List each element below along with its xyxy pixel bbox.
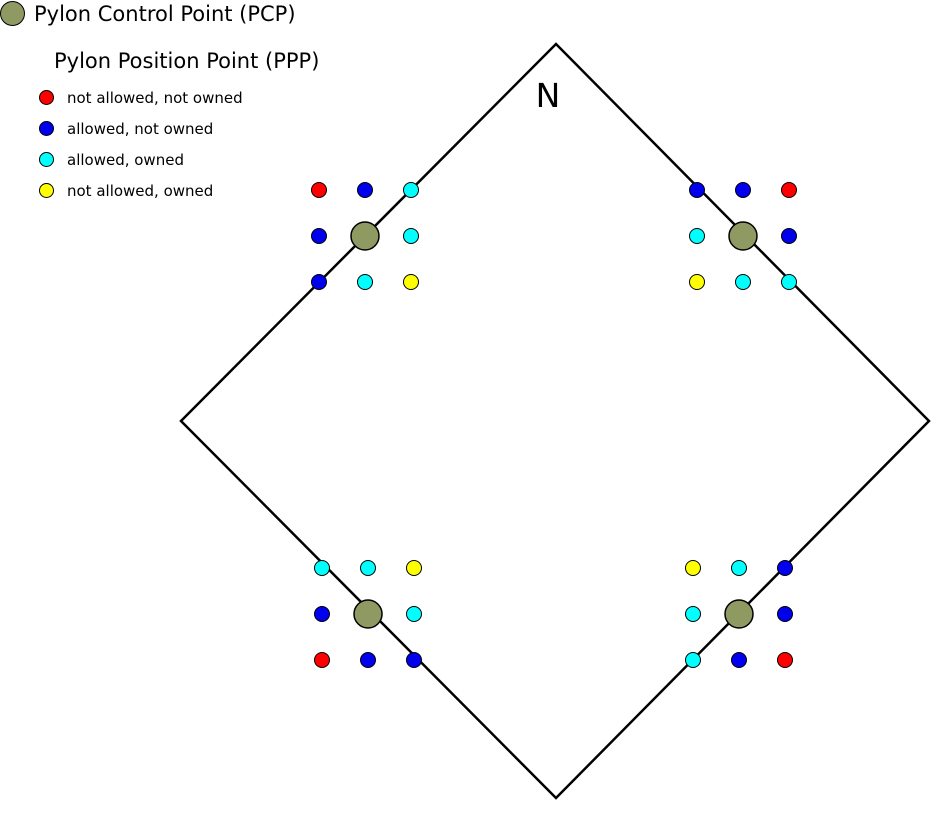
ppp-dot-blue [689, 182, 705, 198]
ppp-dot-red [777, 652, 793, 668]
ppp-dot-red [314, 652, 330, 668]
ppp-dot-blue [777, 560, 793, 576]
ppp-dot-cyan [403, 228, 419, 244]
ppp-dot-blue [311, 228, 327, 244]
pcp-circle [728, 221, 758, 251]
legend-item-label: not allowed, owned [67, 181, 214, 200]
pcp-circle [350, 221, 380, 251]
yellow-dot-icon [39, 183, 54, 198]
ppp-dot-blue [735, 182, 751, 198]
legend-item-red: not allowed, not owned [39, 82, 243, 113]
ppp-dot-cyan [735, 274, 751, 290]
ppp-dot-cyan [360, 560, 376, 576]
ppp-dot-red [311, 182, 327, 198]
pylon-cluster-bottom-left [314, 560, 422, 668]
north-label: N [536, 76, 561, 115]
ppp-dot-yellow [403, 274, 419, 290]
pylon-cluster-top-right [689, 182, 797, 290]
ppp-dot-blue [731, 652, 747, 668]
ppp-dot-red [781, 182, 797, 198]
square-outline [179, 42, 931, 800]
legend-item-label: allowed, not owned [67, 119, 214, 138]
ppp-dot-blue [357, 182, 373, 198]
cyan-dot-icon [39, 152, 54, 167]
ppp-dot-blue [406, 652, 422, 668]
red-dot-icon [39, 90, 54, 105]
ppp-dot-cyan [685, 606, 701, 622]
ppp-legend-label: Pylon Position Point (PPP) [54, 49, 320, 73]
ppp-dot-cyan [357, 274, 373, 290]
legend-items: not allowed, not owned allowed, not owned… [39, 82, 243, 206]
pylon-cluster-top-left [311, 182, 419, 290]
ppp-dot-cyan [685, 652, 701, 668]
pcp-legend-label: Pylon Control Point (PCP) [34, 1, 296, 26]
ppp-dot-blue [311, 274, 327, 290]
ppp-dot-cyan [314, 560, 330, 576]
legend-item-blue: allowed, not owned [39, 113, 243, 144]
ppp-dot-cyan [689, 228, 705, 244]
ppp-dot-cyan [406, 606, 422, 622]
legend-item-label: allowed, owned [67, 150, 184, 169]
legend-pcp-row: Pylon Control Point (PCP) [0, 1, 296, 26]
ppp-dot-yellow [406, 560, 422, 576]
pcp-circle [353, 599, 383, 629]
pylon-cluster-bottom-right [685, 560, 793, 668]
ppp-dot-blue [360, 652, 376, 668]
legend-item-label: not allowed, not owned [67, 88, 243, 107]
blue-dot-icon [39, 121, 54, 136]
ppp-dot-yellow [689, 274, 705, 290]
legend-item-yellow: not allowed, owned [39, 175, 243, 206]
ppp-dot-cyan [731, 560, 747, 576]
ppp-dot-blue [314, 606, 330, 622]
ppp-dot-blue [781, 228, 797, 244]
ppp-dot-cyan [403, 182, 419, 198]
legend-item-cyan: allowed, owned [39, 144, 243, 175]
ppp-dot-cyan [781, 274, 797, 290]
pcp-swatch-icon [0, 1, 25, 26]
ppp-dot-blue [777, 606, 793, 622]
pcp-circle [724, 599, 754, 629]
pylon-clusters [311, 182, 797, 668]
ppp-dot-yellow [685, 560, 701, 576]
